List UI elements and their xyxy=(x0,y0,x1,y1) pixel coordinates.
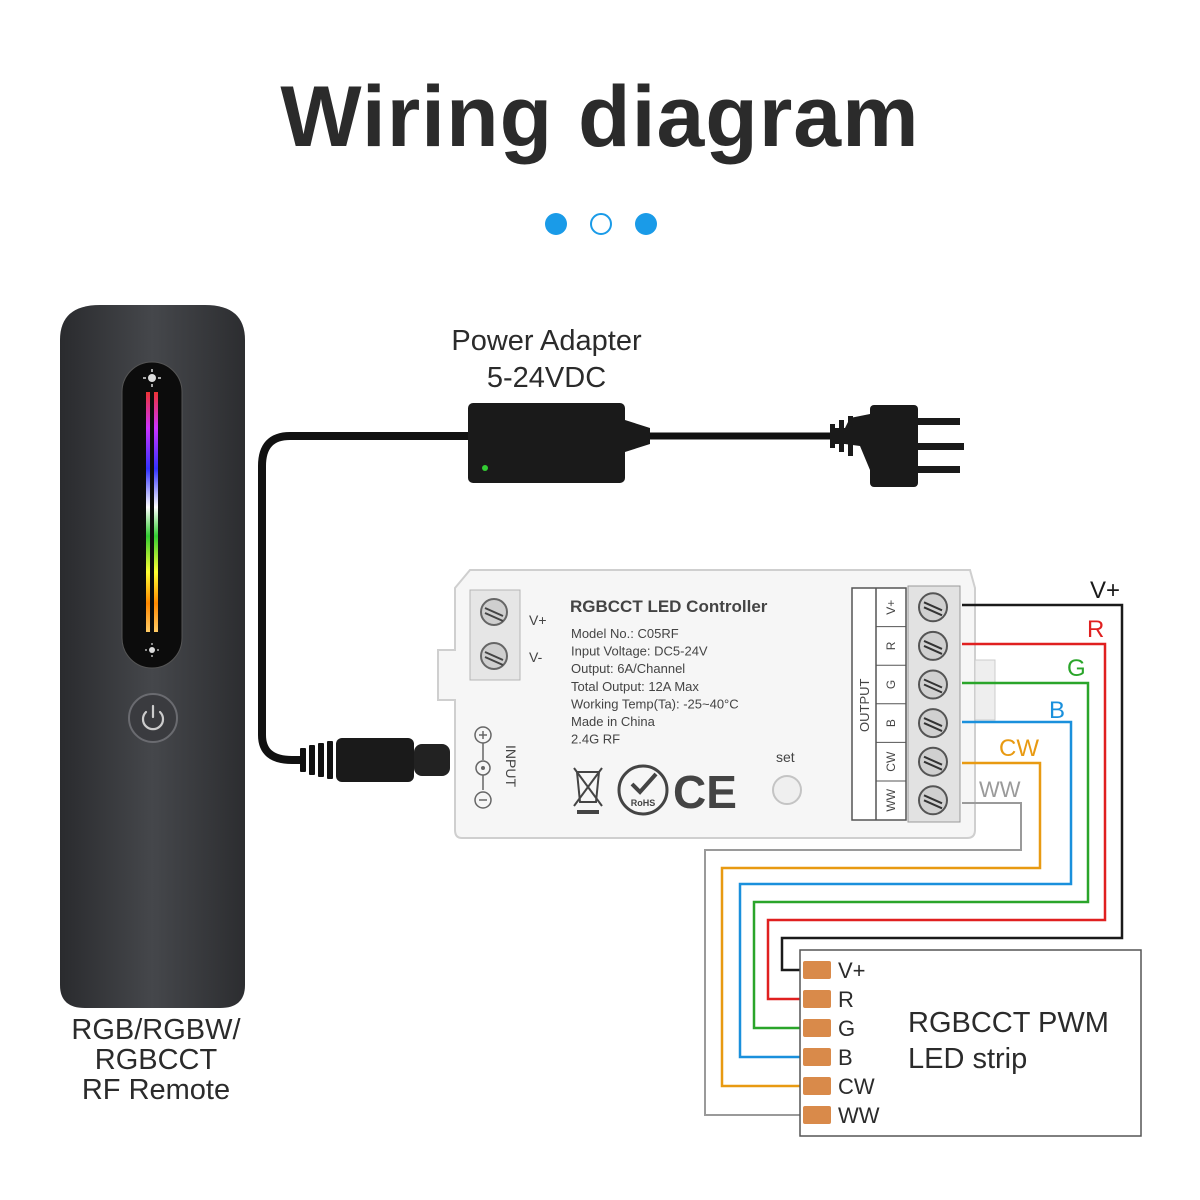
input-terminal-label: V- xyxy=(529,649,543,665)
adapter-title: Power Adapter xyxy=(451,325,642,357)
page-title: Wiring diagram xyxy=(280,69,920,165)
output-terminal-label: R xyxy=(884,641,898,650)
strip-pad xyxy=(803,961,831,979)
input-screw-vminus xyxy=(480,642,508,670)
strip-pad xyxy=(803,1106,831,1124)
strip-pad xyxy=(803,1019,831,1037)
output-screw xyxy=(918,708,948,739)
power-button[interactable] xyxy=(128,693,178,743)
weee-bin-icon xyxy=(573,767,603,814)
output-screw xyxy=(918,592,948,623)
input-label: INPUT xyxy=(503,745,519,787)
plug-prongs xyxy=(918,418,964,473)
wire-label: V+ xyxy=(1090,577,1120,604)
wire-g xyxy=(752,681,1090,1030)
rohs-label: RoHS xyxy=(631,798,656,808)
controller-spec-line: Output: 6A/Channel xyxy=(571,661,685,676)
controller-spec-line: Working Temp(Ta): -25~40°C xyxy=(571,696,739,711)
output-screw xyxy=(918,785,948,816)
wire-vplus xyxy=(780,603,1124,972)
wire-label: B xyxy=(1049,697,1065,724)
power-led-icon xyxy=(482,465,488,471)
pagination-dot[interactable] xyxy=(635,213,657,235)
controller-spec-line: Total Output: 12A Max xyxy=(571,679,699,694)
remote-label-line: RGBCCT xyxy=(94,1044,218,1076)
power-icon xyxy=(141,710,165,731)
remote-label-line: RF Remote xyxy=(81,1074,231,1106)
set-label: set xyxy=(776,749,795,765)
wire-r xyxy=(766,642,1107,1001)
wire-label: G xyxy=(1067,655,1086,682)
controller-spec-line: 2.4G RF xyxy=(571,732,620,747)
rf-remote xyxy=(60,305,245,1008)
strip-subtitle: LED strip xyxy=(908,1043,1027,1075)
output-terminal-label: V+ xyxy=(884,600,898,615)
controller-name: RGBCCT LED Controller xyxy=(570,597,768,616)
controller-spec-line: Input Voltage: DC5-24V xyxy=(571,644,708,659)
wire-label: CW xyxy=(999,735,1039,762)
wire-cw xyxy=(720,761,1042,1088)
strip-pad-label: B xyxy=(838,1045,853,1070)
strip-pad xyxy=(803,1048,831,1066)
wire-labels: V+ RGB CW WW xyxy=(979,577,1120,802)
rgbcct-led-controller: V+ V- RGBCCT LED Controller Model No.: C… xyxy=(437,569,996,839)
wire-label: WW xyxy=(979,777,1021,802)
wire-label: R xyxy=(1087,616,1104,643)
wire-b xyxy=(738,720,1073,1059)
strip-pad-label: R xyxy=(838,987,854,1012)
rohs-icon: RoHS xyxy=(617,764,669,816)
pagination-dot-active[interactable] xyxy=(590,213,612,235)
strip-title: RGBCCT PWM xyxy=(908,1007,1109,1039)
dc-input-symbol xyxy=(474,726,492,809)
input-screw-vplus xyxy=(480,598,508,626)
power-adapter xyxy=(468,403,964,487)
controller-spec-line: Model No.: C05RF xyxy=(571,626,679,641)
strip-pad-label: V+ xyxy=(838,958,866,983)
remote-label: RGB/RGBW/ RGBCCT RF Remote xyxy=(40,1015,272,1105)
output-terminal-label: G xyxy=(884,680,898,689)
brightness-up-icon[interactable] xyxy=(143,369,161,387)
strip-pad-label: WW xyxy=(838,1103,880,1128)
brightness-down-icon[interactable] xyxy=(145,643,159,657)
strip-pad-label: G xyxy=(838,1016,855,1041)
output-screw xyxy=(918,669,948,700)
output-terminal-label: WW xyxy=(884,788,898,811)
output-screw xyxy=(918,746,948,777)
ce-mark: CE xyxy=(673,766,737,818)
output-screw xyxy=(918,630,948,661)
wire-ww xyxy=(704,802,1022,1116)
adapter-voltage: 5-24VDC xyxy=(486,362,607,394)
input-terminal-label: V+ xyxy=(529,612,547,628)
output-label: OUTPUT xyxy=(857,679,872,733)
dc-plug xyxy=(300,738,450,782)
controller-spec-line: Made in China xyxy=(571,714,656,729)
strip-pad-label: CW xyxy=(838,1074,875,1099)
dc-cable xyxy=(258,432,830,764)
strip-pad xyxy=(803,1077,831,1095)
controller-specs: Model No.: C05RF Input Voltage: DC5-24V Ou… xyxy=(571,626,739,747)
output-terminal-label: B xyxy=(884,719,898,727)
output-terminal-label: CW xyxy=(884,751,898,772)
output-wires xyxy=(704,603,1124,1116)
set-button[interactable] xyxy=(772,775,802,805)
strip-pad xyxy=(803,990,831,1008)
remote-label-line: RGB/RGBW/ xyxy=(71,1014,241,1046)
pagination-dot[interactable] xyxy=(545,213,567,235)
led-strip: V+ RGB CW WW RGBCCT PWM LED strip xyxy=(799,949,1142,1137)
plug-ribs xyxy=(830,416,853,456)
